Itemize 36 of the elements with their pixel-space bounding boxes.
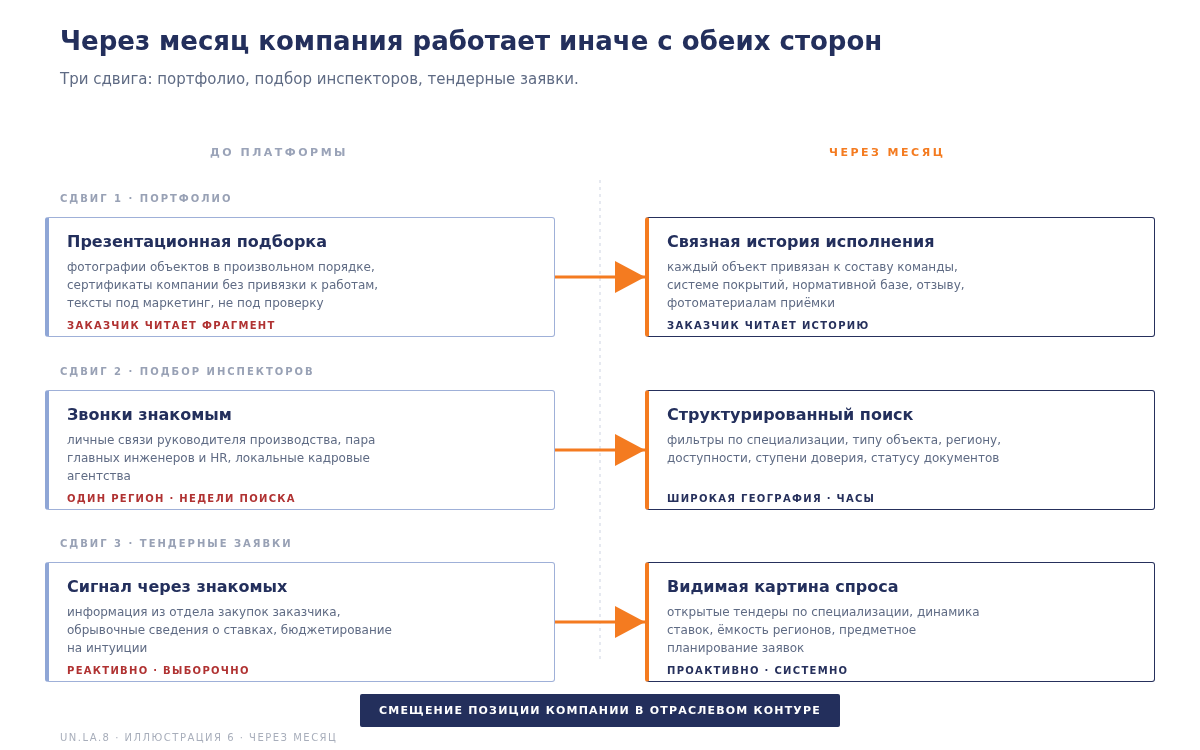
subtitle: Три сдвига: портфолио, подбор инспекторов, тендерные заявки.: [60, 70, 579, 88]
after-card: [645, 217, 1155, 337]
before-card: [45, 390, 555, 510]
outcome-tag: ПРОАКТИВНО · СИСТЕМНО: [667, 665, 1134, 676]
section-label: СДВИГ 2 · ПОДБОР ИНСПЕКТОРОВ: [60, 366, 315, 377]
card-heading: Связная история исполнения: [667, 232, 936, 251]
summary-banner: СМЕЩЕНИЕ ПОЗИЦИИ КОМПАНИИ В ОТРАСЛЕВОМ КОНТУРЕ: [360, 694, 840, 727]
after-card: [645, 562, 1155, 682]
outcome-tag: ЗАКАЗЧИК ЧИТАЕТ ФРАГМЕНТ: [67, 320, 534, 331]
footer-note: UN.LA.8 · ИЛЛЮСТРАЦИЯ 6 · ЧЕРЕЗ МЕСЯЦ: [60, 732, 338, 743]
column-heading: ЧЕРЕЗ МЕСЯЦ: [829, 146, 946, 159]
card-description: открытые тендеры по специализации, динамика ставок, ёмкость регионов, предметное планирование заявок: [667, 604, 981, 657]
outcome-tag: ШИРОКАЯ ГЕОГРАФИЯ · ЧАСЫ: [667, 493, 1134, 504]
card-heading: Звонки знакомым: [67, 405, 233, 424]
section-label: СДВИГ 1 · ПОРТФОЛИО: [60, 193, 233, 204]
card-heading: Видимая картина спроса: [667, 577, 900, 596]
card-description: фильтры по специализации, типу объекта, региону, доступности, ступени доверия, статусу документов: [667, 432, 1003, 467]
card-heading: Презентационная подборка: [67, 232, 329, 251]
after-card: [645, 390, 1155, 510]
before-card: [45, 217, 555, 337]
card-description: информация из отдела закупок заказчика, обрывочные сведения о ставках, бюджетирование на интуиции: [67, 604, 393, 657]
card-description: каждый объект привязан к составу команды, системе покрытий, нормативной базе, отзыву, фотоматериалам приёмки: [667, 259, 966, 312]
card-description: фотографии объектов в произвольном порядке, сертификаты компании без привязки к работам, тексты под маркетинг, не под проверку: [67, 259, 380, 312]
arrow: [555, 434, 645, 466]
arrow: [555, 261, 645, 293]
arrow: [555, 606, 645, 638]
outcome-tag: РЕАКТИВНО · ВЫБОРОЧНО: [67, 665, 534, 676]
outcome-tag: ОДИН РЕГИОН · НЕДЕЛИ ПОИСКА: [67, 493, 534, 504]
before-card: [45, 562, 555, 682]
card-heading: Сигнал через знакомых: [67, 577, 289, 596]
page-title: Через месяц компания работает иначе с обеих сторон: [60, 26, 883, 56]
card-description: личные связи руководителя производства, пара главных инженеров и HR, локальные кадровые агентства: [67, 432, 377, 485]
column-heading: ДО ПЛАТФОРМЫ: [210, 146, 348, 159]
card-heading: Структурированный поиск: [667, 405, 915, 424]
section-label: СДВИГ 3 · ТЕНДЕРНЫЕ ЗАЯВКИ: [60, 538, 293, 549]
outcome-tag: ЗАКАЗЧИК ЧИТАЕТ ИСТОРИЮ: [667, 320, 1134, 331]
